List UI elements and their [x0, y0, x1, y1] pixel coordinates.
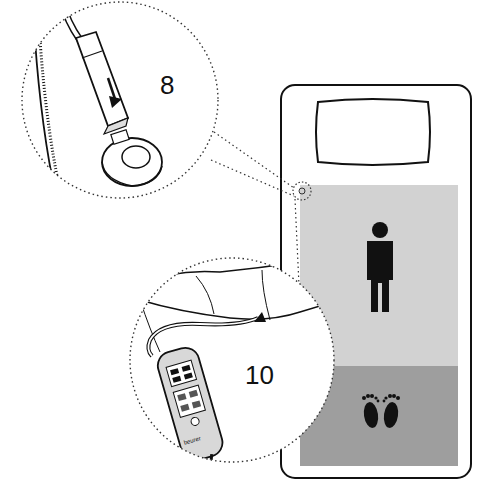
callout-number: 8 — [160, 72, 174, 98]
controller-detail — [120, 262, 340, 471]
detail-circle-outline — [130, 258, 334, 462]
plug-detail — [35, 0, 210, 214]
detail-circle — [22, 2, 218, 198]
pillow — [316, 99, 430, 165]
detail-marker — [293, 182, 311, 200]
feet-icon — [362, 394, 400, 429]
person-icon — [367, 222, 393, 312]
detail-circle-outline — [22, 2, 218, 198]
callout-number: 10 — [245, 362, 274, 388]
connector-spot — [299, 188, 305, 194]
